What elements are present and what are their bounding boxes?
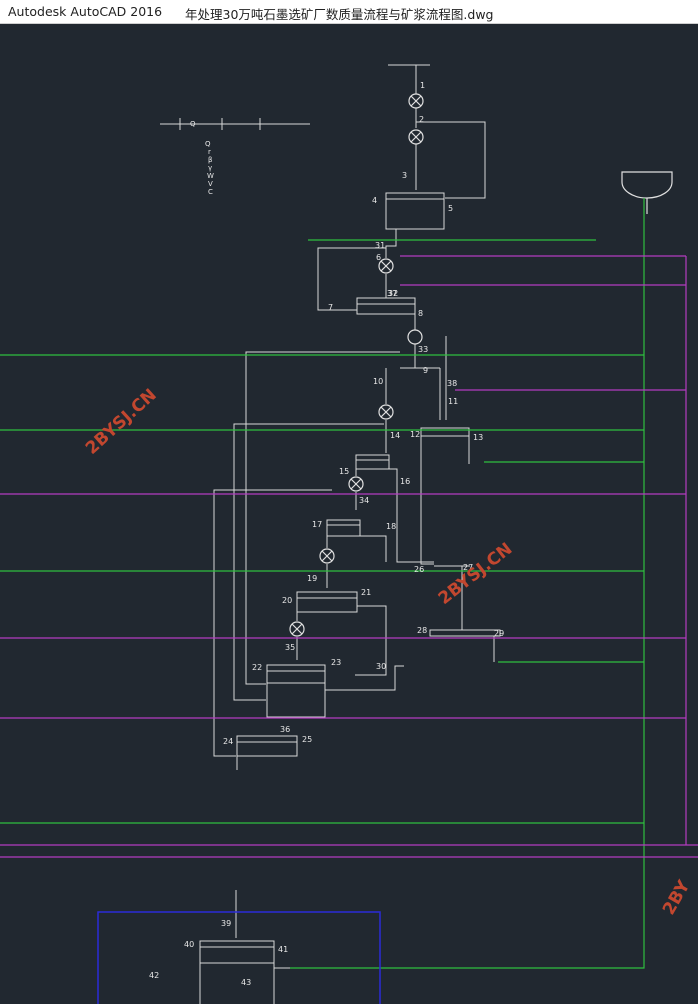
stream-number: 16 — [400, 477, 410, 486]
stream-number: 43 — [241, 978, 251, 987]
stream-number: 41 — [278, 945, 288, 954]
stream-number: 19 — [307, 574, 317, 583]
legend-label: Q — [190, 120, 196, 128]
drawing-lines — [199, 64, 501, 1004]
pulp-lines — [0, 255, 698, 858]
stream-number: 5 — [448, 204, 453, 213]
stream-number: 37 — [387, 289, 397, 298]
stream-number: 6 — [376, 253, 381, 262]
title-bar: Autodesk AutoCAD 2016 年处理30万吨石墨选矿厂数质量流程与… — [0, 0, 698, 24]
stream-number: 31 — [375, 241, 385, 250]
stream-number: 1 — [420, 81, 425, 90]
stream-number: 32 — [388, 289, 398, 298]
stream-number: 40 — [184, 940, 194, 949]
stream-number: 26 — [414, 565, 424, 574]
legend-label: W — [207, 172, 214, 180]
stream-number: 25 — [302, 735, 312, 744]
stream-number: 7 — [328, 303, 333, 312]
watermark: 2BY — [659, 877, 695, 919]
stream-number: 30 — [376, 662, 386, 671]
stream-number: 28 — [417, 626, 427, 635]
legend-label: r — [208, 148, 211, 156]
stream-number: 2 — [419, 115, 424, 124]
stream-number: 22 — [252, 663, 262, 672]
stream-number: 15 — [339, 467, 349, 476]
stream-number: 23 — [331, 658, 341, 667]
stream-number: 29 — [494, 629, 504, 638]
stream-number: 33 — [418, 345, 428, 354]
app-title: Autodesk AutoCAD 2016 — [8, 4, 163, 19]
stream-number: 9 — [423, 366, 428, 375]
legend-label: V — [208, 180, 213, 188]
watermark: 2BYSJ.CN — [82, 385, 161, 459]
legend-label: Q — [205, 140, 211, 148]
stream-number: 10 — [373, 377, 383, 386]
document-title: 年处理30万吨石墨选矿厂数质量流程与矿浆流程图.dwg — [185, 7, 494, 22]
legend-label: γ — [208, 164, 212, 172]
stream-number: 4 — [372, 196, 377, 205]
stream-number: 20 — [282, 596, 292, 605]
water-lines — [0, 198, 645, 969]
stream-number: 24 — [223, 737, 233, 746]
bottom-frame — [97, 911, 381, 1004]
stream-numbers: 1 2 3 4 5 6 7 8 9 10 11 12 13 14 15 16 1… — [149, 81, 504, 987]
stream-number: 17 — [312, 520, 322, 529]
stream-number: 12 — [410, 430, 420, 439]
stream-number: 39 — [221, 919, 231, 928]
drawing-canvas[interactable]: Q Q r β γ W V C 1 2 3 4 5 6 7 8 9 10 11 … — [0, 24, 698, 1004]
stream-number: 35 — [285, 643, 295, 652]
stream-number: 13 — [473, 433, 483, 442]
stream-number: 38 — [447, 379, 457, 388]
stream-number: 18 — [386, 522, 396, 531]
stream-number: 14 — [390, 431, 400, 440]
legend-table: Q Q r β γ W V C — [160, 118, 310, 196]
stream-number: 3 — [402, 171, 407, 180]
equipment-symbols — [289, 93, 673, 637]
stream-number: 27 — [463, 563, 473, 572]
stream-number: 11 — [448, 397, 458, 406]
watermarks: 2BYSJ.CN 2BYSJ.CN 2BY — [82, 385, 695, 918]
stream-number: 42 — [149, 971, 159, 980]
legend-label: β — [208, 156, 212, 164]
legend-label: C — [208, 188, 213, 196]
stream-number: 36 — [280, 725, 290, 734]
stream-number: 8 — [418, 309, 423, 318]
watermark: 2BYSJ.CN — [435, 539, 517, 609]
stream-number: 21 — [361, 588, 371, 597]
stream-number: 34 — [359, 496, 369, 505]
